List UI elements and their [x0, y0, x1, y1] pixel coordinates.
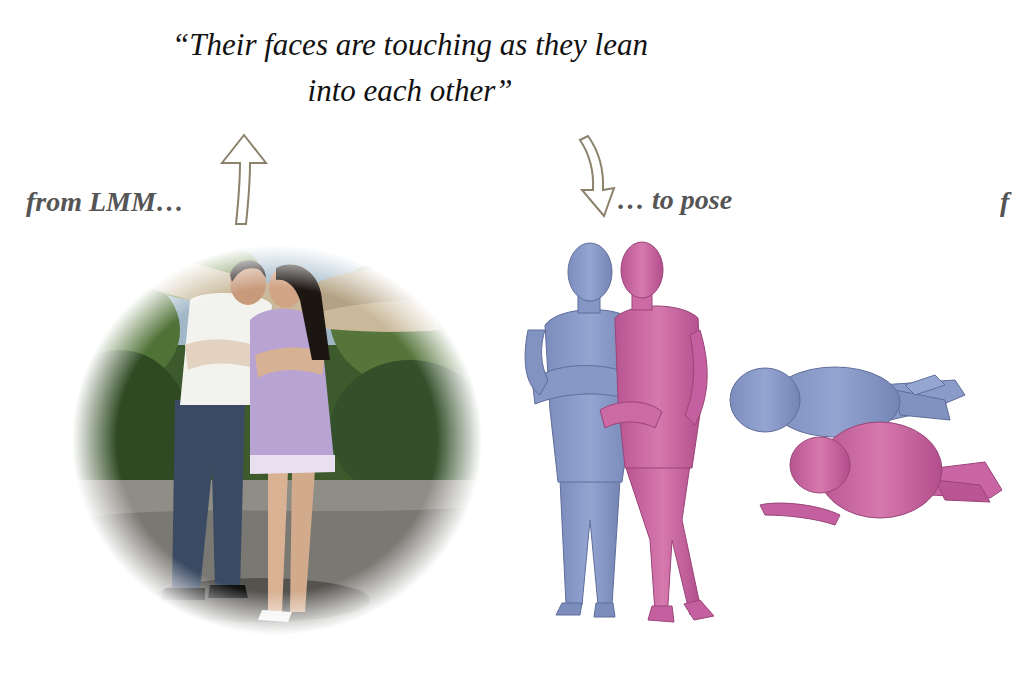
step-label: from LMM… — [26, 186, 184, 218]
caption-quote: “Their faces are touching as they lean i… — [150, 22, 670, 114]
standing-pose — [600, 242, 714, 622]
step-label: … to pose — [617, 184, 732, 216]
hollow-arrow — [222, 135, 266, 224]
hollow-arrow — [580, 136, 614, 216]
step-label: f — [1000, 186, 1009, 218]
lying-pose — [730, 367, 965, 437]
lying-pose — [760, 422, 1002, 525]
photo — [40, 235, 510, 650]
